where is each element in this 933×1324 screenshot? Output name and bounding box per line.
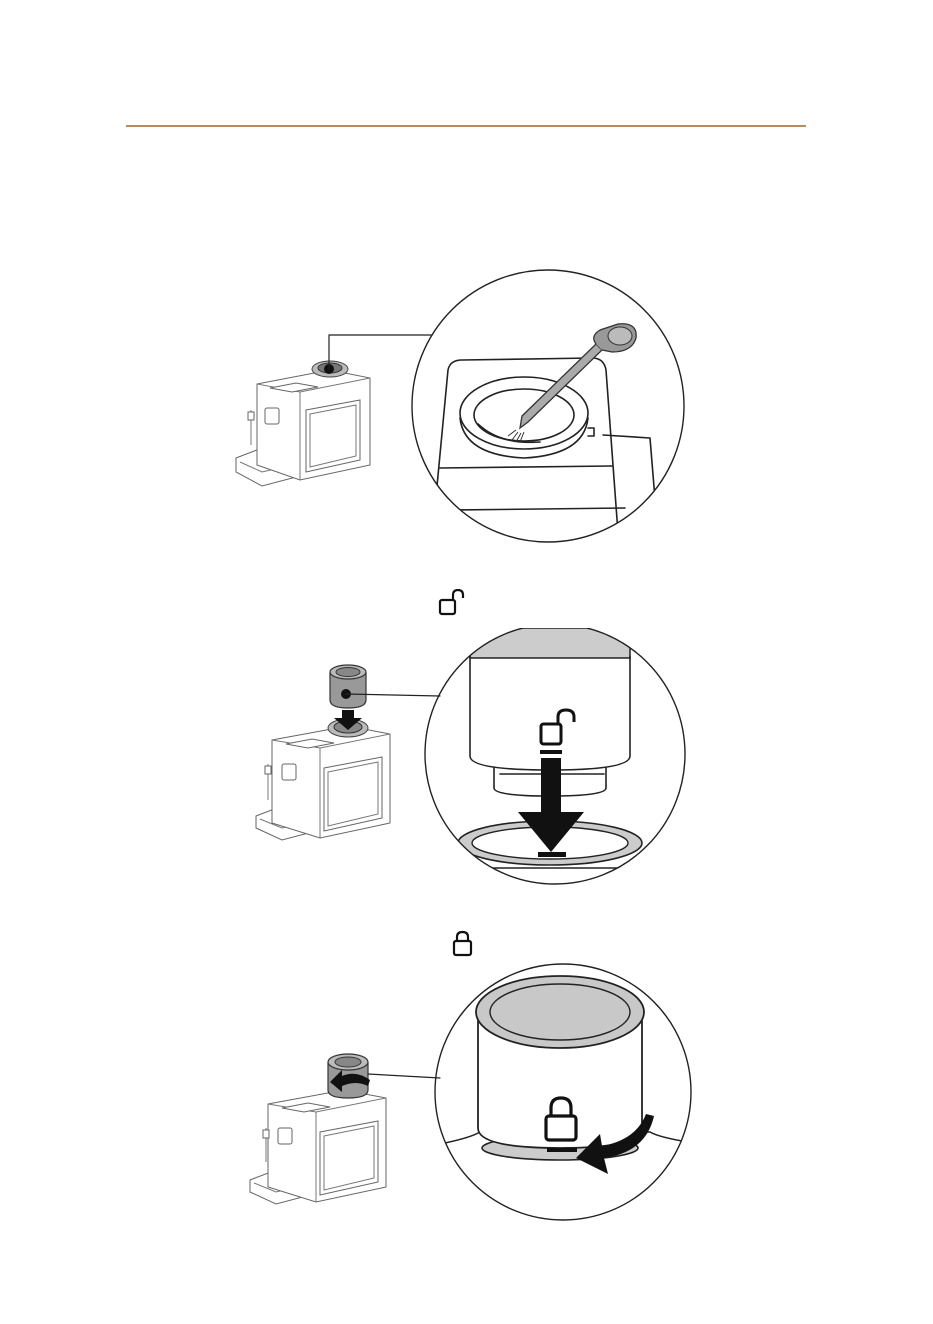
figure-remove-grinder — [0, 260, 933, 555]
coffee-machine-illustration-1 — [236, 361, 370, 486]
header-rule — [126, 125, 806, 127]
unlocked-padlock-icon — [437, 589, 467, 617]
magnified-grinder-chamber — [430, 358, 660, 555]
locked-padlock-icon — [452, 930, 474, 958]
figure-lock-grinder — [0, 962, 933, 1224]
magnified-grinder-insert — [455, 628, 700, 868]
figure-insert-grinder — [0, 628, 933, 890]
coffee-machine-illustration-2 — [256, 665, 390, 840]
coffee-machine-illustration-3 — [250, 1054, 386, 1204]
cleaning-brush — [508, 324, 636, 442]
magnified-grinder-lock — [440, 976, 700, 1174]
